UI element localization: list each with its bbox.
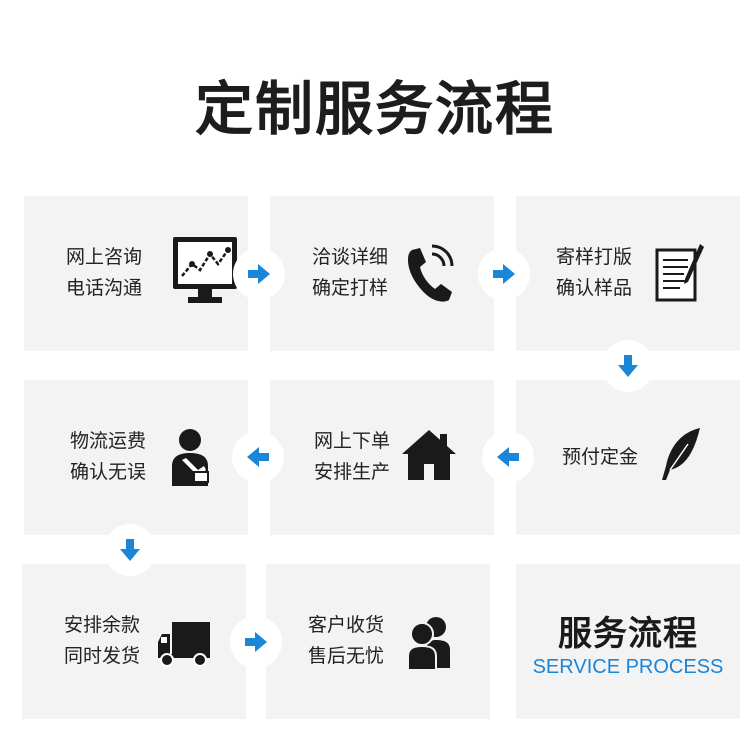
step-label-line1: 客户收货 [308, 614, 385, 636]
page-title: 定制服务流程 [194, 75, 555, 143]
feather-quill-icon [658, 426, 702, 486]
step-label-line2: 电话沟通 [66, 277, 143, 299]
step-label-line2: 确认无误 [70, 461, 147, 483]
step-card-receive: 客户收货 售后无忧 [266, 564, 490, 719]
step-label-line1: 物流运费 [70, 430, 147, 452]
step-label-line2: 确认样品 [556, 277, 633, 299]
step-card-deposit: 预付定金 [516, 380, 740, 535]
step-card-order: 网上下单 安排生产 [270, 380, 494, 535]
left-arrow-icon [232, 431, 284, 483]
step-label-line2: 同时发货 [64, 645, 141, 667]
step-card-balance: 安排余款 同时发货 [22, 564, 246, 719]
document-pen-icon [654, 242, 706, 308]
step-label-line1: 寄样打版 [556, 246, 633, 268]
truck-icon [156, 618, 212, 672]
monitor-chart-icon [170, 234, 240, 312]
step-card-consult: 网上咨询 电话沟通 [24, 196, 248, 351]
down-arrow-icon [104, 524, 156, 576]
right-arrow-icon [230, 616, 282, 668]
step-card-logistics: 物流运费 确认无误 [24, 380, 248, 535]
right-arrow-icon [233, 248, 285, 300]
step-card-negotiate: 洽谈详细 确定打样 [270, 196, 494, 351]
brand-subtitle: SERVICE PROCESS [532, 656, 724, 678]
step-label-line1: 安排余款 [64, 614, 141, 636]
right-arrow-icon [478, 248, 530, 300]
step-label-line2: 确定打样 [312, 277, 389, 299]
brand-card: 服务流程 SERVICE PROCESS [516, 564, 740, 719]
phone-icon [404, 244, 454, 308]
brand-title: 服务流程 [558, 614, 698, 654]
step-label-line1: 预付定金 [562, 446, 639, 468]
step-card-sample: 寄样打版 确认样品 [516, 196, 740, 351]
step-label-line2: 安排生产 [314, 461, 391, 483]
step-label-line1: 网上下单 [314, 430, 391, 452]
step-label-line1: 网上咨询 [66, 246, 143, 268]
users-icon [406, 614, 452, 674]
left-arrow-icon [482, 431, 534, 483]
house-icon [400, 428, 458, 486]
down-arrow-icon [602, 340, 654, 392]
person-icon [168, 426, 218, 492]
step-label-line2: 售后无忧 [308, 645, 385, 667]
step-label-line1: 洽谈详细 [312, 246, 389, 268]
